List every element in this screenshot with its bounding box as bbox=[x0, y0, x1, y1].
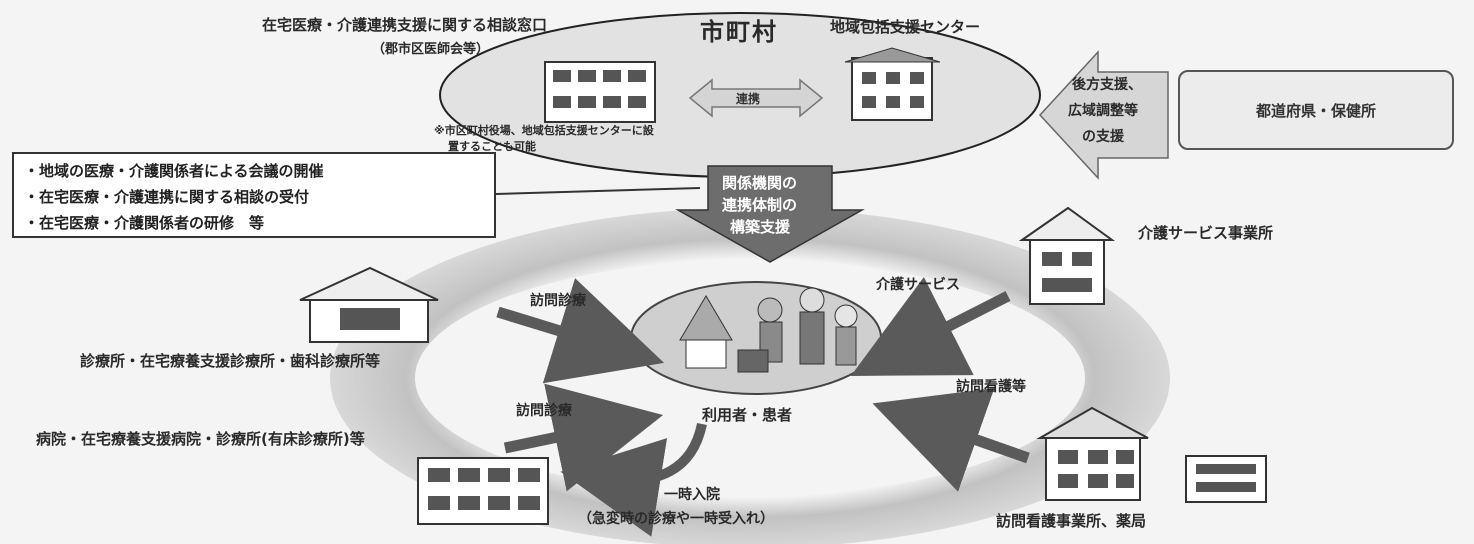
support-down-arrow bbox=[675, 165, 865, 263]
nursing-station-label: 訪問看護事業所、薬局 bbox=[996, 512, 1147, 530]
consult-building-icon bbox=[544, 61, 656, 123]
activity-item: ・在宅医療・介護関係者の研修 等 bbox=[24, 214, 265, 232]
clinic-house-icon bbox=[299, 266, 439, 343]
down-arrow-line-1: 関係機関の bbox=[722, 174, 798, 192]
note-line-2: 置することも可能 bbox=[448, 140, 536, 153]
center-label: 地域包括支援センター bbox=[830, 18, 981, 36]
center-building-icon bbox=[844, 47, 941, 121]
hospital-label: 病院・在宅療養支援病院・診療所(有床診療所)等 bbox=[36, 430, 365, 448]
consult-window-label: 在宅医療・介護連携支援に関する相談窓口 bbox=[262, 16, 548, 34]
note-line-1: ※市区町村役場、地域包括支援センターに設 bbox=[434, 124, 654, 137]
hospital-building-icon bbox=[417, 457, 549, 525]
municipality-label: 市町村 bbox=[700, 18, 778, 46]
down-arrow-line-2: 連携体制の bbox=[722, 196, 798, 214]
support-label-line-1: 後方支援、 bbox=[1072, 77, 1142, 93]
arrow-clinic-to-patient bbox=[496, 278, 665, 384]
support-label-line-3: の支援 bbox=[1082, 129, 1124, 145]
visit-care-label-1: 訪問診療 bbox=[530, 293, 586, 309]
nursing-station-building-icon bbox=[1036, 406, 1149, 501]
patient-label: 利用者・患者 bbox=[702, 406, 793, 424]
care-service-label: 介護サービス bbox=[876, 277, 960, 293]
arrow-hospital-to-patient bbox=[503, 383, 664, 492]
activities-connector bbox=[495, 187, 701, 195]
support-arrow bbox=[1038, 50, 1169, 180]
activities-box: ・地域の医療・介護関係者による会議の開催 ・在宅医療・介護連携に関する相談の受付… bbox=[12, 152, 496, 238]
activity-item: ・地域の医療・介護関係者による会議の開催 bbox=[24, 162, 324, 180]
visit-nursing-label: 訪問看護等 bbox=[956, 379, 1026, 395]
care-service-house-icon bbox=[1018, 206, 1116, 305]
prefecture-box: 都道府県・保健所 bbox=[1178, 70, 1454, 150]
care-service-office-label: 介護サービス事業所 bbox=[1138, 224, 1274, 242]
support-label-line-2: 広域調整等 bbox=[1068, 103, 1138, 119]
link-label: 連携 bbox=[736, 92, 761, 106]
link-arrow bbox=[688, 78, 824, 118]
arrow-care-to-patient bbox=[850, 277, 1011, 376]
pharmacy-building-icon bbox=[1185, 455, 1267, 503]
visit-care-label-2: 訪問診療 bbox=[516, 403, 572, 419]
patient-people-icon bbox=[679, 287, 858, 373]
admission-label: 一時入院 bbox=[664, 487, 720, 503]
admission-sub-label: （急変時の診療や一時受入れ） bbox=[578, 511, 774, 527]
clinic-label: 診療所・在宅療養支援診療所・歯科診療所等 bbox=[80, 352, 381, 370]
admission-curve-arrow bbox=[560, 422, 707, 537]
activity-item: ・在宅医療・介護連携に関する相談の受付 bbox=[24, 188, 310, 206]
consult-window-sub-label: （郡市区医師会等） bbox=[372, 42, 490, 57]
down-arrow-line-3: 構築支援 bbox=[730, 218, 791, 236]
arrow-nursing-to-patient bbox=[872, 387, 1030, 492]
